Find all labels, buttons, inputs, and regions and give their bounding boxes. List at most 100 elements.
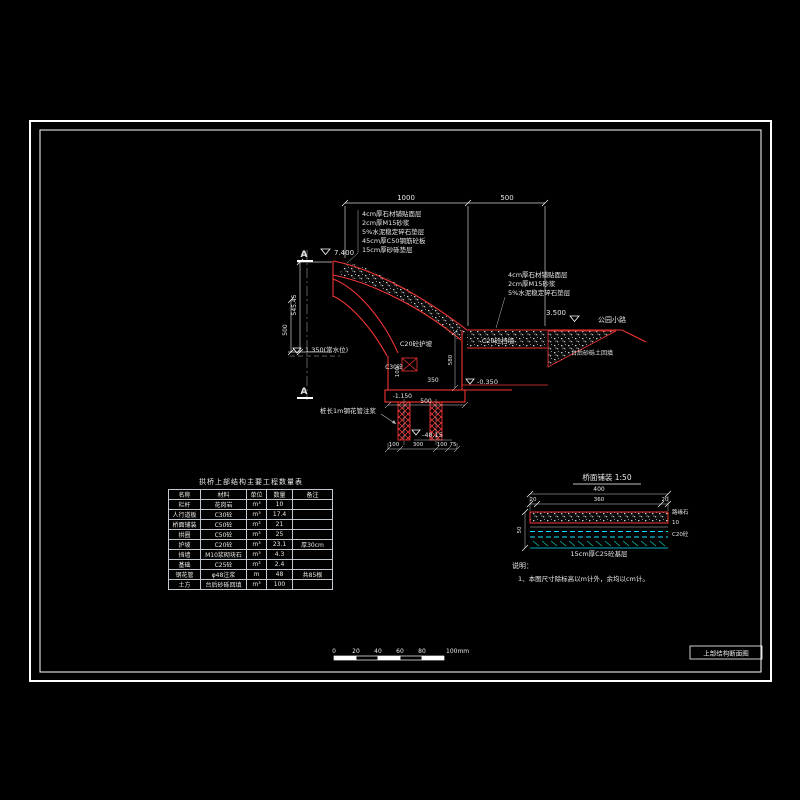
cell: 23.1	[266, 539, 293, 550]
cell: M10浆砌块石	[200, 549, 247, 560]
detail-dim-height: 50	[517, 526, 523, 533]
scale-label-80: 80	[418, 648, 426, 655]
col-header: 材料	[200, 489, 247, 500]
dim-bottom-2: 300	[413, 442, 424, 448]
sheet-border	[29, 120, 772, 682]
pave-right-line3: 5%水泥稳定碎石垫层	[508, 288, 571, 297]
detail-dim-left: 20	[530, 497, 537, 503]
drawing-title: 上部结构断面图	[703, 649, 749, 658]
label-wall: C20砼挡墙	[482, 336, 515, 345]
pile-foundation	[397, 399, 443, 445]
cell: m³	[246, 529, 267, 540]
quantity-table-title: 拱桥上部结构主要工程数量表	[199, 478, 303, 486]
dim-500-label: 500	[420, 398, 432, 405]
cell: 栏杆	[168, 499, 201, 510]
table-header-row: 名称 材料 单位 数量 备注	[168, 489, 333, 500]
elev-crown-label: 7.400	[334, 249, 354, 257]
cell: 桥面铺装	[168, 519, 201, 530]
notes-heading: 说明：	[512, 561, 533, 570]
cell: 拱圈	[168, 529, 201, 540]
cell	[292, 559, 333, 570]
elev-water-label: 1.350(常水位)	[305, 345, 348, 354]
dim-350-label: 350	[427, 377, 439, 384]
hatch-fills	[339, 262, 617, 368]
structure-labels: C20砼护坡 C20砼挡墙 C30砼 台后砂砾土回填 公园小路 桩长1m钢花管注…	[320, 315, 626, 425]
detail-label-base: 15cm厚C25砼基层	[571, 549, 628, 558]
pavement-callout-left: 4cm厚石材铺贴面层 2cm厚M15砂浆 5%水泥稳定碎石垫层 45cm厚C50…	[346, 209, 426, 264]
cell: 土方	[168, 579, 201, 590]
cell: m³	[246, 519, 267, 530]
cell: C50砼	[200, 529, 247, 540]
elev-piletip-label: -48.15	[422, 431, 443, 439]
label-cushion: C30砼	[385, 363, 403, 371]
cell: m³	[246, 579, 267, 590]
structure-outline	[332, 260, 647, 403]
scale-label-100: 100mm	[446, 648, 469, 655]
col-header: 名称	[168, 489, 201, 500]
cell: φ48注浆	[200, 569, 247, 580]
detail-dim-mid: 360	[594, 497, 605, 503]
pave-left-line2: 2cm厚M15砂浆	[362, 218, 410, 227]
pavement-callout-right: 4cm厚石材铺贴面层 2cm厚M15砂浆 5%水泥稳定碎石垫层	[495, 270, 571, 329]
pave-left-line5: 15cm厚砂砾垫层	[362, 245, 413, 254]
pave-left-line1: 4cm厚石材铺贴面层	[362, 209, 422, 218]
label-park-path: 公园小路	[598, 315, 626, 324]
cell: 48	[266, 569, 293, 580]
dim-span1-label: 1000	[397, 194, 415, 202]
cell: m³	[246, 509, 267, 520]
cell: 4.3	[266, 549, 293, 560]
cell: 台后砂砾回填	[200, 579, 247, 590]
detail-title: 桥面铺装 1:50	[582, 472, 631, 482]
label-backfill: 台后砂砾土回填	[571, 349, 613, 357]
cell: C30砼	[200, 509, 247, 520]
cell	[292, 509, 333, 520]
label-pile-note: 桩长1m钢花管注浆	[320, 406, 376, 415]
scale-label-40: 40	[374, 648, 382, 655]
cell: 100	[266, 579, 293, 590]
cell: 17.4	[266, 509, 293, 520]
scale-label-0: 0	[332, 648, 336, 655]
cell	[292, 499, 333, 510]
elev-footing-label: -1.150	[393, 393, 413, 400]
dim-580-label: 580	[448, 354, 454, 365]
scale-label-60: 60	[396, 648, 404, 655]
dim-left-rise-label: 500	[282, 324, 289, 336]
scale-bar: 0 20 40 60 80 100mm	[332, 648, 469, 661]
cell: 基础	[168, 559, 201, 570]
detail-dim-edge: 10	[672, 520, 679, 526]
dim-span2-label: 500	[500, 194, 513, 202]
cell: m³	[246, 549, 267, 560]
section-mark-bottom: A	[301, 387, 308, 397]
cell: 挡墙	[168, 549, 201, 560]
col-header: 数量	[266, 489, 293, 500]
detail-dim-right: 20	[662, 497, 669, 503]
dim-bottom-3: 100	[437, 442, 448, 448]
cell	[292, 579, 333, 590]
dim-left-total-label: 545.45	[291, 294, 298, 315]
section-cut-marks: A A	[297, 250, 313, 400]
cell: m³	[246, 499, 267, 510]
cell: 10	[266, 499, 293, 510]
detail-dim-total: 400	[593, 486, 605, 493]
col-header: 备注	[292, 489, 333, 500]
pave-left-line4: 45cm厚C50钢筋砼板	[362, 236, 426, 245]
abutment-dimensions: 100 350 580 500 100 300 100 75	[384, 328, 469, 453]
cell: 钢花管	[168, 569, 201, 580]
section-mark-top: A	[301, 250, 308, 260]
dim-bottom-4: 75	[450, 442, 457, 448]
cell: 共85根	[292, 569, 333, 580]
detail-label-right1: 路缘石	[672, 508, 689, 516]
cell: m³	[246, 559, 267, 570]
cell: 人行道板	[168, 509, 201, 520]
title-block: 上部结构断面图	[689, 645, 763, 660]
dim-bottom-1: 100	[389, 442, 400, 448]
cell: 花岗岩	[200, 499, 247, 510]
